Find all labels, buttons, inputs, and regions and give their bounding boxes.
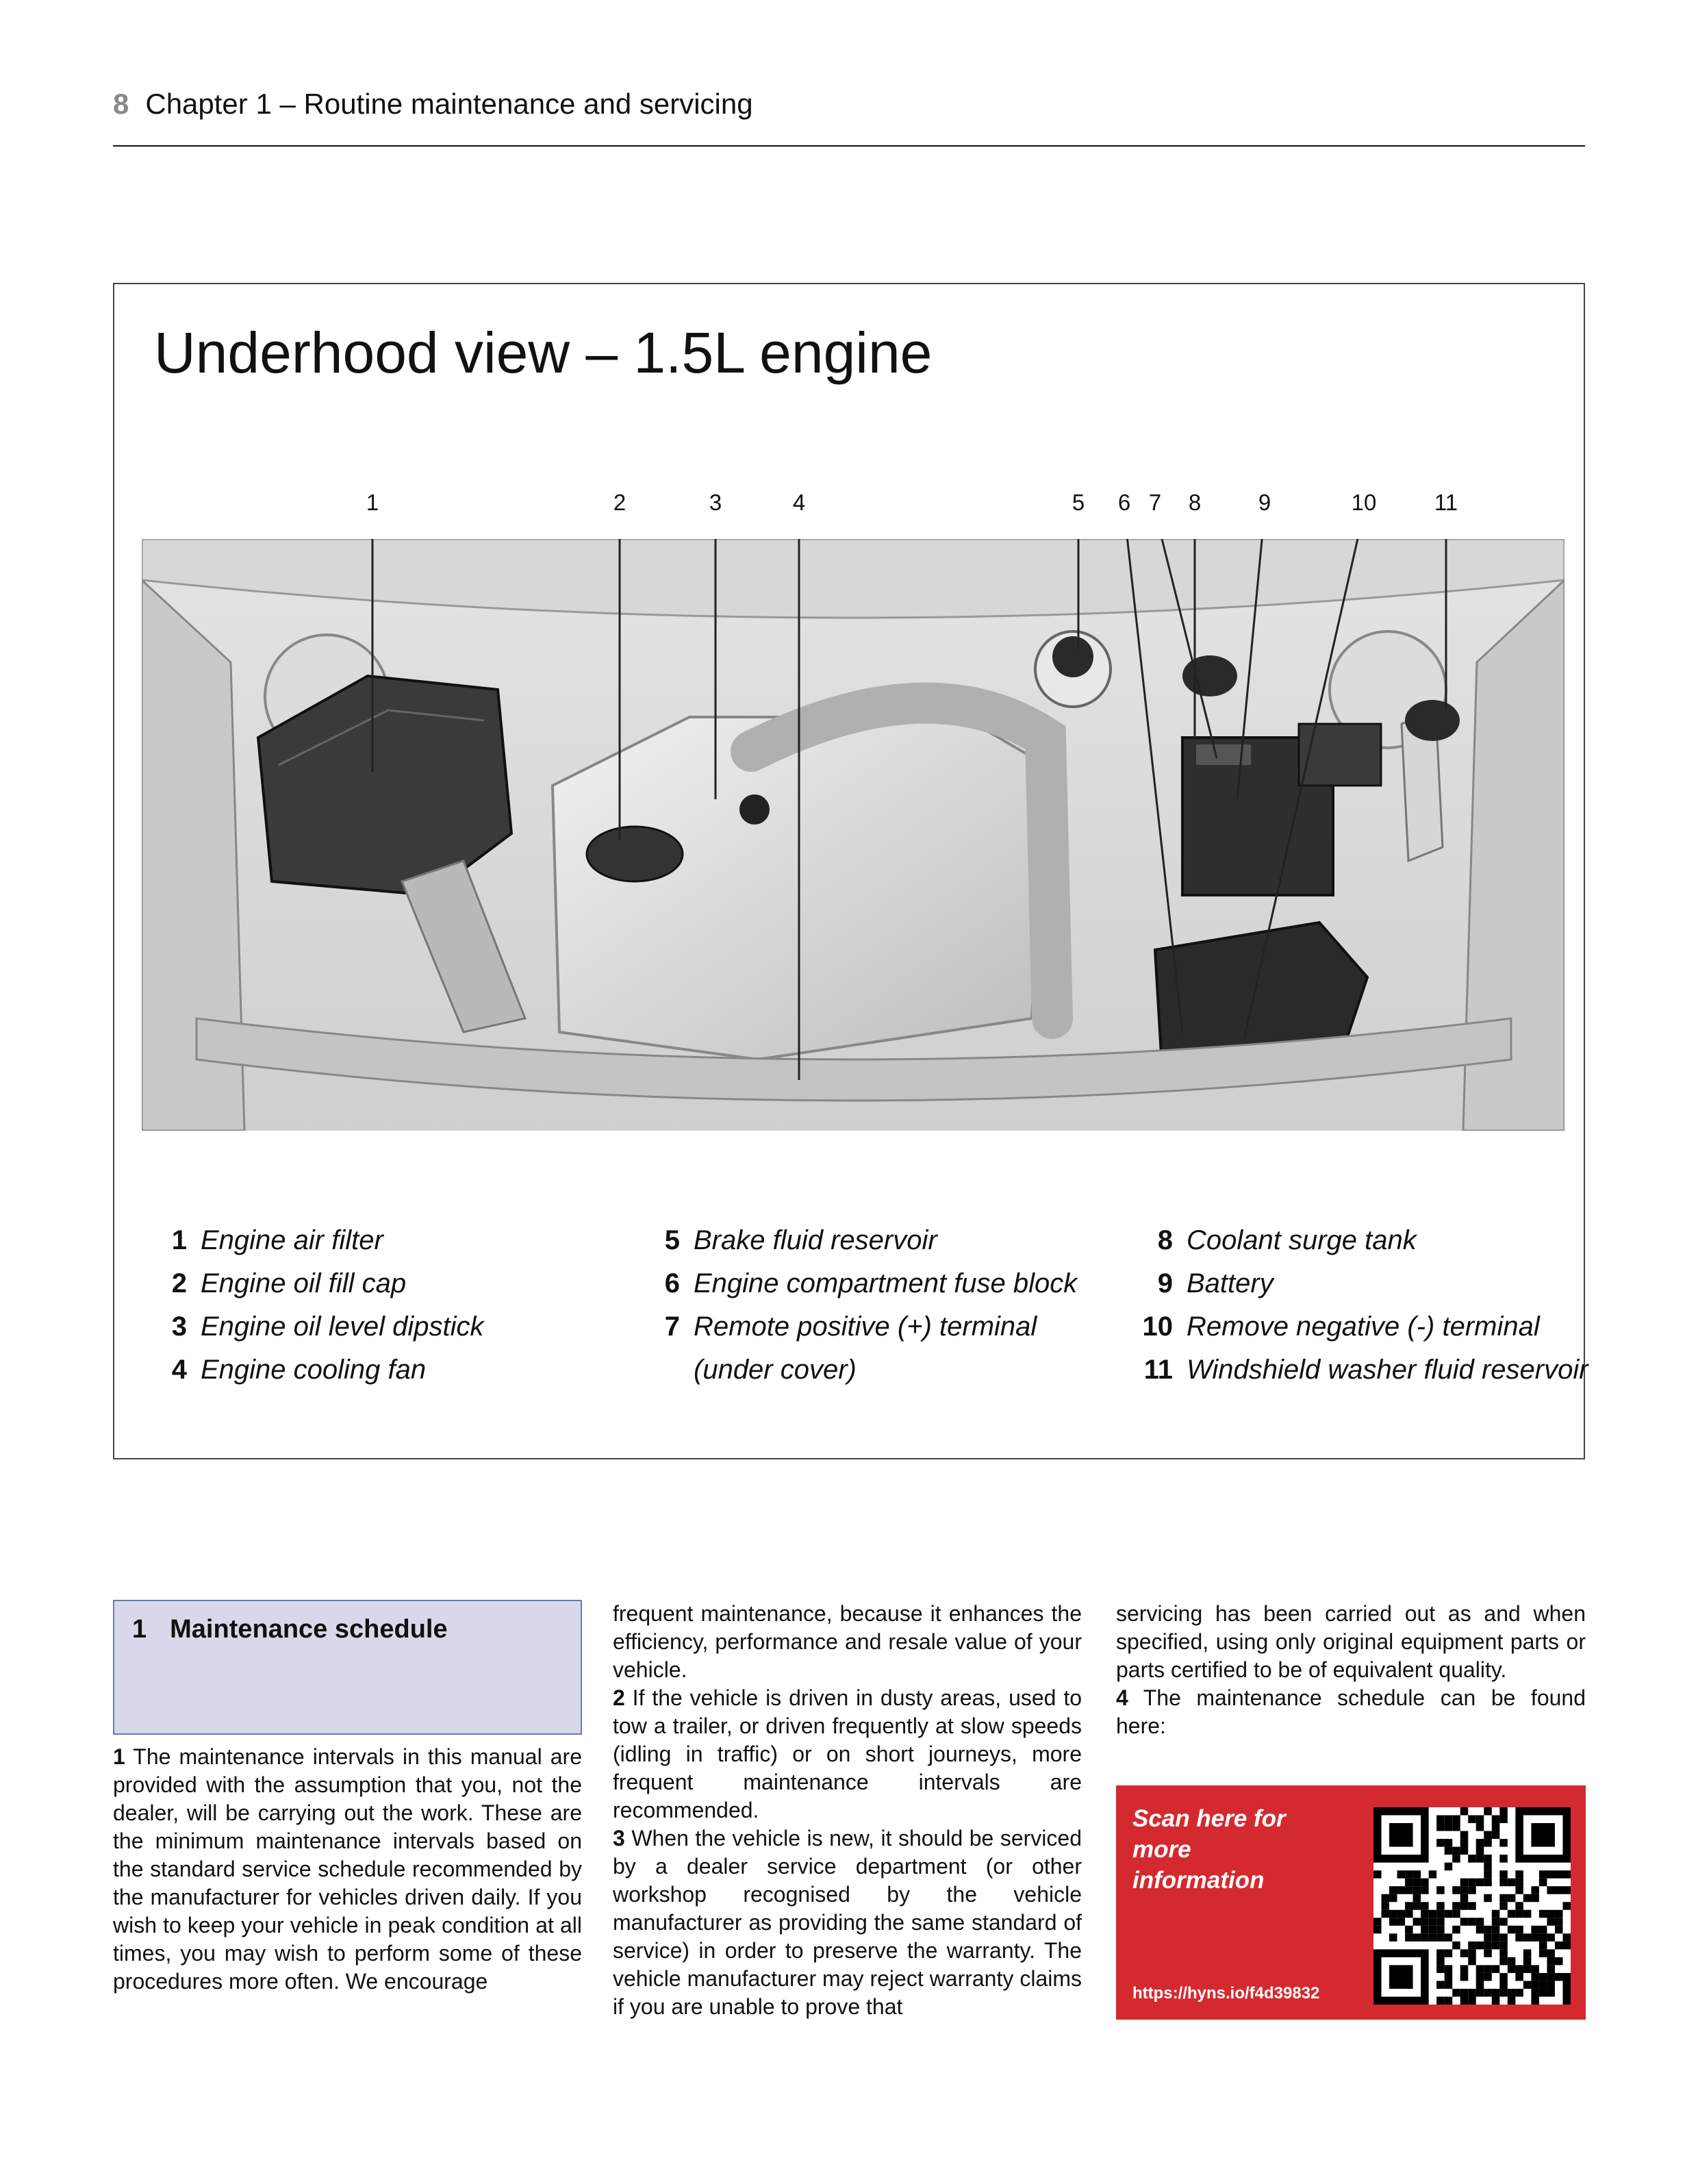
- legend-item: (under cover): [648, 1348, 1077, 1392]
- legend-item: 3 Engine oil level dipstick: [155, 1305, 484, 1348]
- legend-label: Battery: [1187, 1268, 1274, 1298]
- callout-5: 5: [1072, 490, 1085, 515]
- legend-label: Remove negative (-) terminal: [1187, 1311, 1540, 1342]
- legend-number: 10: [1142, 1311, 1174, 1342]
- qr-info-panel[interactable]: Scan here for more information https://h…: [1116, 1785, 1586, 2020]
- page-header: 8 Chapter 1 – Routine maintenance and ser…: [113, 88, 753, 121]
- legend-label: Engine air filter: [201, 1225, 383, 1255]
- legend-number: 1: [171, 1225, 187, 1255]
- legend-number: 6: [664, 1268, 680, 1298]
- paragraph-text: The maintenance schedule can be found he…: [1116, 1685, 1586, 1738]
- callout-10: 10: [1351, 490, 1377, 515]
- paragraph-continuation: frequent maintenance, because it enhance…: [613, 1601, 1082, 1682]
- body-column-1: 1 The maintenance intervals in this manu…: [113, 1743, 582, 1996]
- legend-number: 5: [664, 1225, 680, 1255]
- callout-numbers: 1 2 3 4 5 6 7 8 9 10 11: [114, 490, 1584, 517]
- legend-item: 10 Remove negative (-) terminal: [1141, 1305, 1588, 1348]
- legend-label: Engine cooling fan: [201, 1355, 427, 1385]
- legend-label: Coolant surge tank: [1187, 1225, 1417, 1255]
- section-heading-box: 1 Maintenance schedule: [113, 1600, 582, 1735]
- paragraph-continuation: servicing has been carried out as and wh…: [1116, 1601, 1586, 1682]
- legend-label: (under cover): [694, 1355, 857, 1385]
- paragraph-text: When the vehicle is new, it should be se…: [613, 1826, 1082, 2019]
- legend-number: [648, 1348, 680, 1392]
- paragraph: 3 When the vehicle is new, it should be …: [613, 1824, 1082, 2021]
- legend-item: 5 Brake fluid reservoir: [648, 1219, 1077, 1262]
- legend-item: 8 Coolant surge tank: [1141, 1219, 1588, 1262]
- qr-code-image: [1373, 1807, 1571, 2005]
- legend-item: 7 Remote positive (+) terminal: [648, 1305, 1077, 1348]
- legend-number: 7: [664, 1311, 680, 1342]
- header-divider: [113, 145, 1585, 147]
- callout-2: 2: [613, 490, 626, 515]
- legend-item: 2 Engine oil fill cap: [155, 1262, 484, 1305]
- legend-number: 4: [171, 1355, 187, 1385]
- callout-11: 11: [1434, 490, 1458, 515]
- callout-8: 8: [1188, 490, 1202, 515]
- legend-number: 3: [171, 1311, 187, 1342]
- paragraph-number: 3: [613, 1826, 625, 1850]
- paragraph: 2 If the vehicle is driven in dusty area…: [613, 1684, 1082, 1824]
- legend-label: Engine oil level dipstick: [201, 1311, 484, 1342]
- legend-number: 9: [1157, 1268, 1173, 1298]
- body-column-2: frequent maintenance, because it enhance…: [613, 1600, 1082, 2021]
- callout-9: 9: [1258, 490, 1271, 515]
- legend-label: Remote positive (+) terminal: [694, 1311, 1037, 1342]
- legend-label: Engine oil fill cap: [201, 1268, 407, 1298]
- legend-number: 8: [1157, 1225, 1173, 1255]
- paragraph-number: 4: [1116, 1685, 1128, 1710]
- callout-1: 1: [366, 490, 379, 515]
- legend-label: Engine compartment fuse block: [694, 1268, 1078, 1298]
- callout-6: 6: [1117, 490, 1131, 515]
- chapter-title: Chapter 1 – Routine maintenance and serv…: [145, 88, 753, 120]
- page-number: 8: [113, 88, 129, 120]
- figure-title: Underhood view – 1.5L engine: [154, 321, 933, 385]
- qr-code[interactable]: [1373, 1807, 1571, 2005]
- paragraph-number: 2: [613, 1685, 625, 1710]
- paragraph: 4 The maintenance schedule can be found …: [1116, 1684, 1586, 1740]
- paragraph-text: If the vehicle is driven in dusty areas,…: [613, 1685, 1082, 1822]
- paragraph-number: 1: [113, 1744, 125, 1769]
- legend-item: 4 Engine cooling fan: [155, 1348, 484, 1392]
- legend-col-3: 8 Coolant surge tank 9 Battery 10 Remove ne…: [1141, 1219, 1588, 1392]
- section-number: 1: [132, 1615, 147, 1644]
- figure-box: Underhood view – 1.5L engine 1 2 3 4 5 6…: [113, 283, 1588, 1459]
- callout-4: 4: [792, 490, 806, 515]
- callout-3: 3: [709, 490, 722, 515]
- legend-number: 11: [1143, 1355, 1173, 1385]
- callout-7: 7: [1148, 490, 1162, 515]
- legend-col-2: 5 Brake fluid reservoir 6 Engine compartme…: [648, 1219, 1078, 1392]
- legend-item: 6 Engine compartment fuse block: [648, 1262, 1078, 1305]
- engine-bay-illustration: [142, 539, 1564, 1131]
- body-column-3: servicing has been carried out as and wh…: [1116, 1600, 1586, 1740]
- legend-item: 1 Engine air filter: [155, 1219, 484, 1262]
- legend-item: 9 Battery: [1141, 1262, 1588, 1305]
- paragraph: 1 The maintenance intervals in this manu…: [113, 1743, 582, 1996]
- legend-label: Brake fluid reservoir: [694, 1225, 937, 1255]
- section-heading: 1 Maintenance schedule: [132, 1615, 448, 1644]
- scan-text: Scan here for more information: [1132, 1805, 1286, 1894]
- legend-item: 11 Windshield washer fluid reservoir: [1141, 1348, 1588, 1392]
- section-title: Maintenance schedule: [170, 1615, 448, 1644]
- qr-url-link[interactable]: https://hyns.io/f4d39832: [1132, 1984, 1320, 2003]
- legend-label: Windshield washer fluid reservoir: [1187, 1355, 1588, 1385]
- legend-number: 2: [171, 1268, 187, 1298]
- paragraph-text: The maintenance intervals in this manual…: [113, 1744, 583, 1994]
